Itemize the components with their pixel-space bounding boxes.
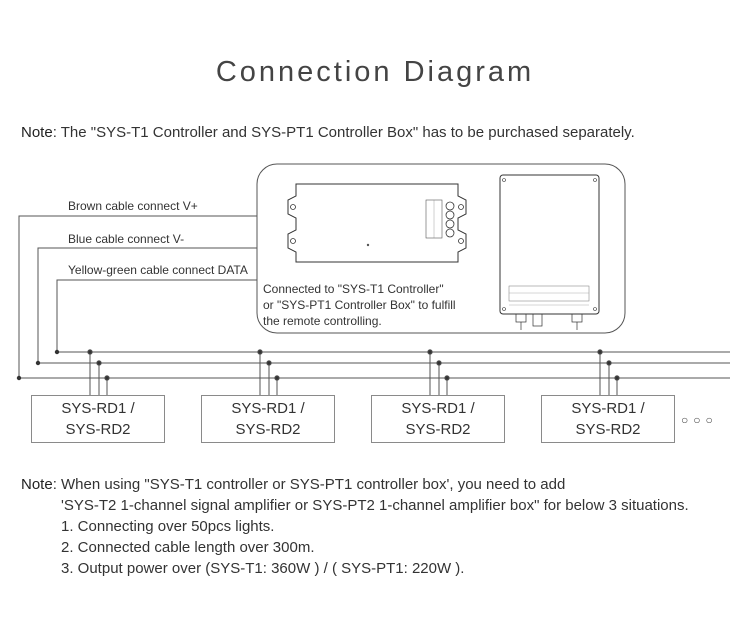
- light-box-model-line1: SYS-RD1 /: [231, 400, 305, 417]
- controller-description-line3: the remote controlling.: [263, 314, 382, 328]
- light-drop-group-1: [87, 349, 110, 395]
- bottom-note: Note: When using "SYS-T1 controller or S…: [21, 474, 689, 579]
- light-box-model-line1: SYS-RD1 /: [571, 400, 645, 417]
- light-box-1: SYS-RD1 / SYS-RD2: [31, 395, 165, 443]
- junction-dot: [35, 360, 41, 366]
- bottom-note-item-3: 3. Output power over (SYS-T1: 360W ) / (…: [61, 560, 465, 577]
- light-drop-group-4: [597, 349, 620, 395]
- junction-dot: [16, 375, 22, 381]
- bottom-note-line1: : When using "SYS-T1 controller or SYS-P…: [52, 476, 566, 493]
- light-box-model-line1: SYS-RD1 /: [401, 400, 475, 417]
- sys-pt1-controller-box-image: [499, 174, 600, 330]
- blue-cable-label: Blue cable connect V-: [68, 232, 185, 246]
- light-drops: [87, 349, 620, 395]
- light-box-3: SYS-RD1 / SYS-RD2: [371, 395, 505, 443]
- light-box-4: SYS-RD1 / SYS-RD2: [541, 395, 675, 443]
- controller-description-line2: or "SYS-PT1 Controller Box" to fulfill: [263, 298, 456, 312]
- light-drop-group-3: [427, 349, 450, 395]
- light-box-model-line1: SYS-RD1 /: [61, 400, 135, 417]
- bus-lines: [19, 351, 730, 379]
- yellow-green-cable-label: Yellow-green cable connect DATA: [68, 263, 248, 277]
- junction-dot: [54, 349, 60, 355]
- top-note: Note: The "SYS-T1 Controller and SYS-PT1…: [21, 124, 635, 141]
- controller-description-line1: Connected to "SYS-T1 Controller": [263, 282, 444, 296]
- light-box-model-line2: SYS-RD2: [405, 421, 471, 438]
- top-note-text: : The "SYS-T1 Controller and SYS-PT1 Con…: [52, 124, 635, 141]
- bottom-note-label: Note: [21, 476, 53, 493]
- controller-description: Connected to "SYS-T1 Controller" or "SYS…: [263, 281, 456, 329]
- brown-cable-label: Brown cable connect V+: [68, 199, 198, 213]
- light-drop-group-2: [257, 349, 280, 395]
- page-title: Connection Diagram: [215, 56, 535, 88]
- yellow-green-cable-leader: [56, 279, 257, 352]
- more-lights-ellipsis: ○○○: [681, 413, 718, 427]
- top-note-label: Note: [21, 124, 53, 141]
- bottom-note-item-2: 2. Connected cable length over 300m.: [61, 539, 315, 556]
- light-box-model-line2: SYS-RD2: [235, 421, 301, 438]
- bottom-note-item-1: 1. Connecting over 50pcs lights.: [61, 518, 275, 535]
- brown-cable-leader: [18, 215, 257, 378]
- blue-cable-leader: [37, 247, 257, 363]
- cable-leaders: [18, 215, 257, 378]
- light-box-2: SYS-RD1 / SYS-RD2: [201, 395, 335, 443]
- light-box-model-line2: SYS-RD2: [575, 421, 641, 438]
- sys-t1-controller-image: [287, 183, 467, 263]
- light-box-model-line2: SYS-RD2: [65, 421, 131, 438]
- bottom-note-line2: 'SYS-T2 1-channel signal amplifier or SY…: [61, 497, 689, 514]
